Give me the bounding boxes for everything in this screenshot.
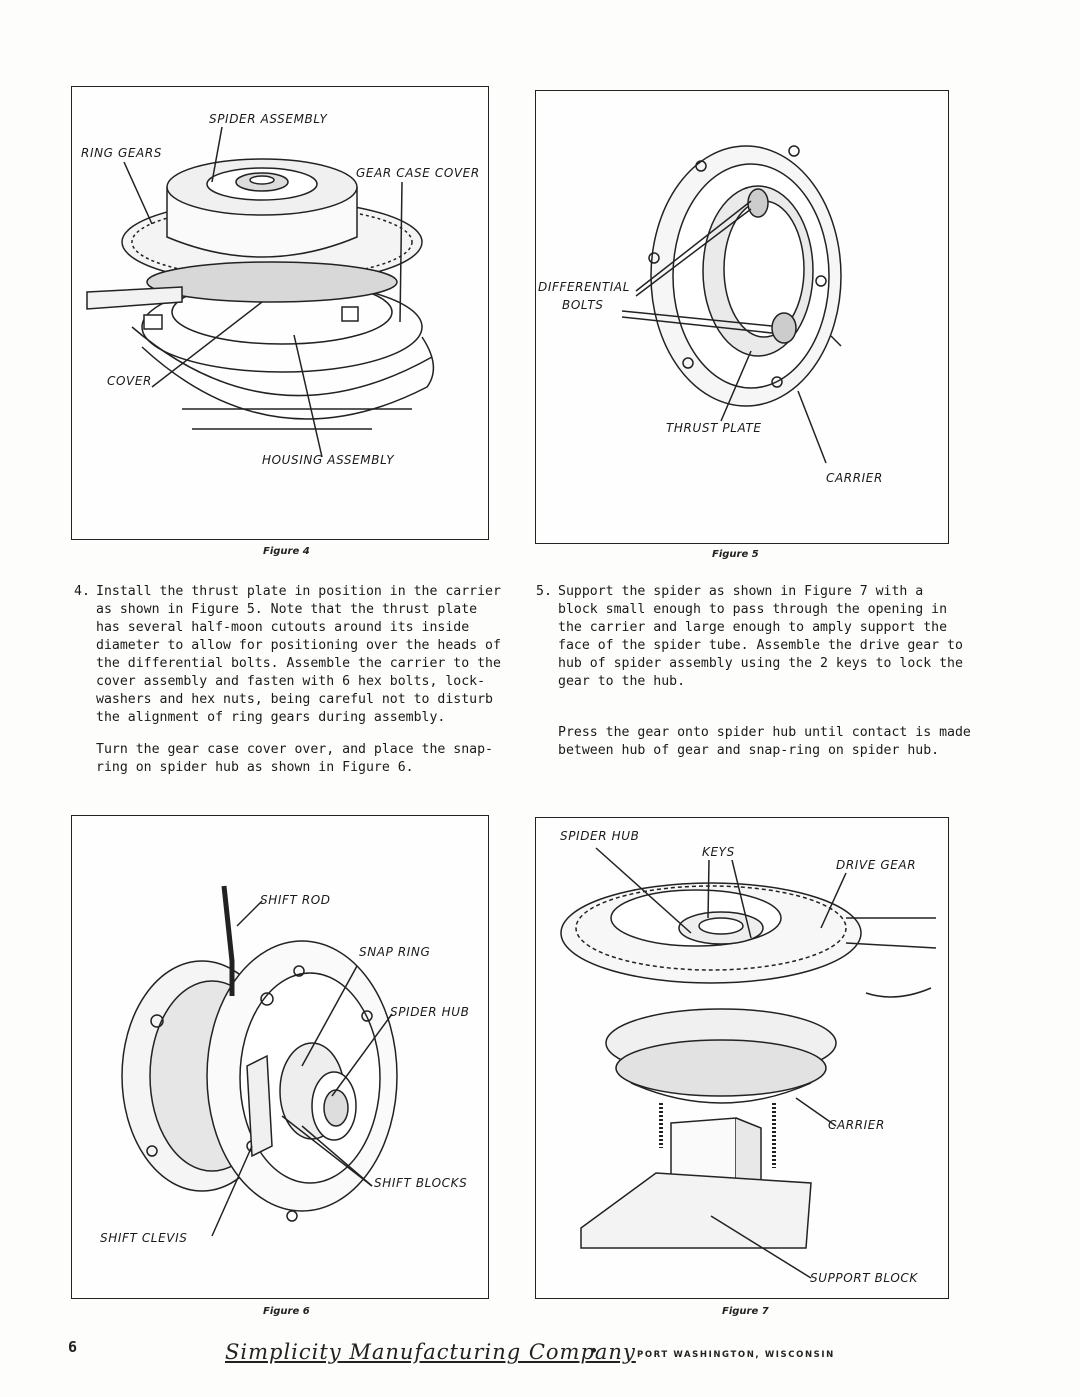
figure-4-illustration <box>86 126 435 458</box>
label-keys: KEYS <box>702 845 735 859</box>
label-carrier: CARRIER <box>826 471 883 485</box>
label-shift-blocks: SHIFT BLOCKS <box>374 1176 468 1190</box>
footer-bullet: • <box>589 1341 599 1360</box>
step-4-text: Install the thrust plate in position in … <box>96 584 501 725</box>
footer-location: PORT WASHINGTON, WISCONSIN <box>637 1350 835 1360</box>
label-spider-hub-fig6: SPIDER HUB <box>390 1005 470 1019</box>
figure-4-frame: SPIDER ASSEMBLY RING GEARS GEAR CASE COV… <box>71 86 489 540</box>
figure-6-frame: SHIFT ROD SNAP RING SPIDER HUB SHIFT BLO… <box>71 815 489 1299</box>
step-4-block: 4. Install the thrust plate in position … <box>74 583 504 783</box>
label-shift-rod: SHIFT ROD <box>260 893 331 907</box>
figure-6-caption: Figure 6 <box>263 1306 310 1317</box>
figure-6-illustration <box>121 885 398 1237</box>
label-snap-ring: SNAP RING <box>359 945 431 959</box>
label-thrust-plate: THRUST PLATE <box>666 421 762 435</box>
step-4-number: 4. <box>74 584 90 599</box>
label-spider-assembly: SPIDER ASSEMBLY <box>209 112 328 126</box>
label-gear-case-cover: GEAR CASE COVER <box>356 166 480 180</box>
figure-5-caption: Figure 5 <box>712 549 759 560</box>
step-5-extra-text: Press the gear onto spider hub until con… <box>558 725 971 758</box>
label-housing-assembly: HOUSING ASSEMBLY <box>262 453 395 467</box>
page-number: 6 <box>68 1338 78 1356</box>
label-differential: DIFFERENTIAL <box>538 280 631 294</box>
label-ring-gears: RING GEARS <box>81 146 163 160</box>
label-bolts: BOLTS <box>562 298 604 312</box>
company-name: Simplicity Manufacturing Company <box>225 1340 636 1364</box>
figure-7-caption: Figure 7 <box>722 1306 769 1317</box>
figure-7-illustration <box>560 847 937 1279</box>
label-shift-clevis: SHIFT CLEVIS <box>100 1231 188 1245</box>
figure-4-caption: Figure 4 <box>263 546 310 557</box>
label-drive-gear: DRIVE GEAR <box>836 858 917 872</box>
figure-5-frame: DIFFERENTIAL BOLTS THRUST PLATE CARRIER <box>535 90 949 544</box>
step-5-text: Support the spider as shown in Figure 7 … <box>558 584 963 689</box>
label-carrier-fig7: CARRIER <box>828 1118 885 1132</box>
figure-5-illustration <box>621 145 842 464</box>
step-5-number: 5. <box>536 584 552 599</box>
figure-7-frame: SPIDER HUB KEYS DRIVE GEAR CARRIER SUPPO… <box>535 817 949 1299</box>
label-support-block: SUPPORT BLOCK <box>810 1271 918 1285</box>
label-cover: COVER <box>107 374 152 388</box>
label-spider-hub-fig7: SPIDER HUB <box>560 829 640 843</box>
step-4-extra-text: Turn the gear case cover over, and place… <box>96 742 493 775</box>
step-5-block: 5. Support the spider as shown in Figure… <box>536 583 976 768</box>
